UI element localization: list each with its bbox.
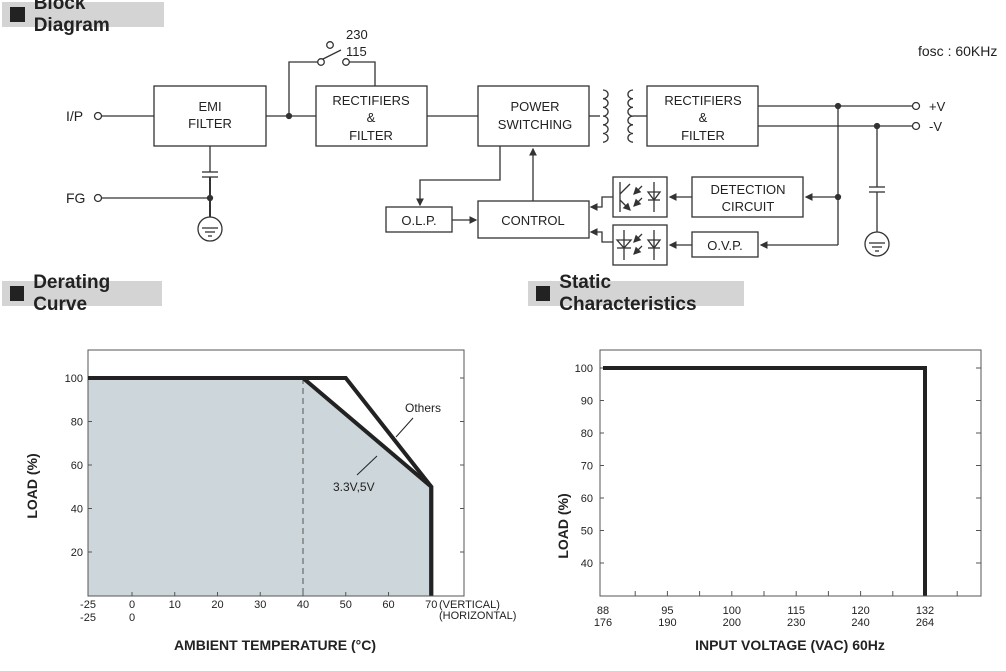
x-tick-label-top: 115 — [787, 605, 805, 617]
x-tick-label-vertical: -25 — [80, 599, 96, 611]
plus-v-label: +V — [929, 99, 946, 114]
svg-text:115: 115 — [346, 44, 367, 59]
svg-text:CONTROL: CONTROL — [501, 213, 565, 228]
square-bullet-icon — [10, 286, 25, 301]
x-tick-label-top: 120 — [851, 605, 869, 617]
static-plot-frame — [599, 349, 982, 597]
svg-text:RECTIFIERS: RECTIFIERS — [332, 93, 410, 108]
minus-v-label: -V — [929, 119, 942, 134]
fg-terminal-icon — [93, 193, 103, 203]
y-tick-label: 60 — [581, 493, 593, 505]
input-label: I/P — [66, 108, 83, 124]
optocoupler-icon — [612, 176, 668, 218]
svg-text:SWITCHING: SWITCHING — [498, 117, 572, 132]
ground-icon — [197, 216, 223, 242]
x-tick-label-bottom: 264 — [916, 617, 934, 629]
transformer-icon — [589, 89, 647, 143]
y-axis-title: LOAD (%) — [555, 493, 571, 558]
svg-text:FILTER: FILTER — [349, 128, 393, 143]
x-axis-title: INPUT VOLTAGE (VAC) 60Hz — [695, 637, 885, 653]
annotation-arrow — [356, 455, 378, 476]
series-line-load — [603, 366, 927, 596]
svg-text:230: 230 — [346, 27, 368, 42]
x-tick-label-vertical: 10 — [169, 599, 181, 611]
x-tick-label-top: 132 — [916, 605, 934, 617]
section-header-block-diagram: Block Diagram — [2, 0, 164, 36]
svg-text:&: & — [367, 110, 376, 125]
rectifiers-filter-input-block: RECTIFIERS & FILTER — [315, 85, 428, 147]
svg-text:EMI: EMI — [198, 99, 221, 114]
section-title: Static Characteristics — [559, 271, 697, 315]
fg-label: FG — [66, 190, 85, 206]
svg-text:FILTER: FILTER — [681, 128, 725, 143]
annotation-others: Others — [405, 401, 441, 415]
section-title: Derating Curve — [33, 271, 111, 315]
derating-plot-frame — [87, 349, 465, 597]
x-tick-label-vertical: 70 — [425, 599, 437, 611]
y-tick-label: 70 — [581, 461, 593, 473]
x-axis-title: AMBIENT TEMPERATURE (°C) — [174, 637, 376, 653]
svg-text:POWER: POWER — [510, 99, 559, 114]
y-axis-title: LOAD (%) — [24, 453, 40, 518]
x-tick-label-vertical: 60 — [382, 599, 394, 611]
block-diagram: fosc : 60KHz I/P FG EMI FILTER 230 115 R… — [66, 27, 997, 266]
x-tick-label-bottom: 190 — [658, 617, 676, 629]
ground-icon — [864, 231, 890, 257]
svg-text:O.V.P.: O.V.P. — [707, 238, 742, 253]
section-header-static-characteristics: Static Characteristics — [528, 272, 744, 315]
x-tick-label-bottom: 200 — [723, 617, 741, 629]
svg-text:&: & — [699, 110, 708, 125]
annotation-3v3-5v: 3.3V,5V — [333, 480, 375, 494]
y-tick-label: 60 — [71, 460, 83, 472]
x-tick-label-bottom: 176 — [594, 617, 612, 629]
fosc-label: fosc : 60KHz — [918, 43, 997, 59]
y-tick-label: 100 — [65, 373, 83, 385]
power-switching-block: POWER SWITCHING — [477, 85, 590, 147]
square-bullet-icon — [536, 286, 551, 301]
series-line-3v3-5v — [88, 376, 434, 596]
y-tick-label: 40 — [581, 558, 593, 570]
minus-v-terminal-icon — [911, 121, 921, 131]
square-bullet-icon — [10, 7, 25, 22]
y-tick-label: 50 — [581, 526, 593, 538]
x-tick-label-bottom: 230 — [787, 617, 805, 629]
y-tick-label: 90 — [581, 396, 593, 408]
svg-text:RECTIFIERS: RECTIFIERS — [664, 93, 742, 108]
section-title: Block Diagram — [33, 0, 110, 36]
x-tick-label-bottom: 240 — [851, 617, 869, 629]
x-tick-label-vertical: 40 — [297, 599, 309, 611]
rectifiers-filter-output-block: RECTIFIERS & FILTER — [646, 85, 759, 147]
x-tick-label-vertical: 50 — [340, 599, 352, 611]
plus-v-terminal-icon — [911, 101, 921, 111]
x-tick-label-vertical: 20 — [211, 599, 223, 611]
x-tick-label-top: 95 — [661, 605, 673, 617]
section-header-derating-curve: Derating Curve — [2, 272, 162, 315]
x-tick-label-horizontal: 0 — [129, 612, 135, 624]
x-suffix-horizontal: (HORIZONTAL) — [439, 610, 516, 622]
svg-text:CIRCUIT: CIRCUIT — [722, 199, 775, 214]
y-tick-label: 80 — [71, 417, 83, 429]
x-suffix-vertical: (VERTICAL) — [439, 599, 500, 611]
x-tick-label-vertical: 0 — [129, 599, 135, 611]
input-terminal-icon — [93, 111, 103, 121]
x-tick-label-top: 100 — [723, 605, 741, 617]
svg-text:FILTER: FILTER — [188, 116, 232, 131]
svg-text:DETECTION: DETECTION — [710, 182, 785, 197]
y-tick-label: 40 — [71, 504, 83, 516]
y-tick-label: 20 — [71, 547, 83, 559]
y-tick-label: 100 — [575, 363, 593, 375]
voltage-selector-switch: 230 115 — [288, 27, 376, 116]
x-tick-label-top: 88 — [597, 605, 609, 617]
x-tick-label-vertical: 30 — [254, 599, 266, 611]
x-tick-label-horizontal: -25 — [80, 612, 96, 624]
annotation-arrow — [395, 417, 414, 438]
derating-fill-area — [88, 378, 432, 596]
y-tick-label: 80 — [581, 428, 593, 440]
optocoupler-icon — [612, 224, 668, 266]
svg-text:O.L.P.: O.L.P. — [401, 213, 436, 228]
